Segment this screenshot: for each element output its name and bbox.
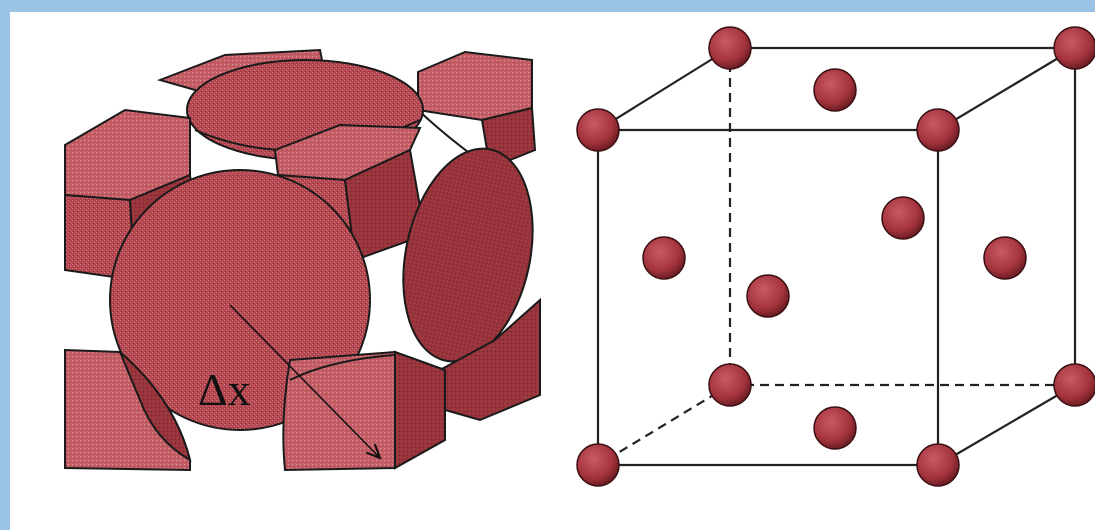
corner-atom — [917, 109, 959, 151]
face-center-atom-right — [984, 237, 1026, 279]
corner-atom — [577, 444, 619, 486]
face-center-atom-left — [643, 237, 685, 279]
face-center-atom-front — [747, 275, 789, 317]
face-center-atom-top — [814, 69, 856, 111]
corner-atom — [709, 364, 751, 406]
face-center-atom-bottom — [814, 407, 856, 449]
corner-block-front-bottom-right — [283, 352, 445, 470]
face-center-atom-back — [882, 197, 924, 239]
corner-atom — [709, 27, 751, 69]
fcc-lattice-points — [577, 27, 1095, 486]
face-center-atoms — [643, 69, 1026, 449]
corner-atom — [577, 109, 619, 151]
delta-x-label: Δx — [198, 364, 251, 415]
fcc-space-filling-model: Δx — [65, 50, 551, 470]
corner-atom — [1054, 364, 1095, 406]
corner-atom — [917, 444, 959, 486]
corner-atom — [1054, 27, 1095, 69]
